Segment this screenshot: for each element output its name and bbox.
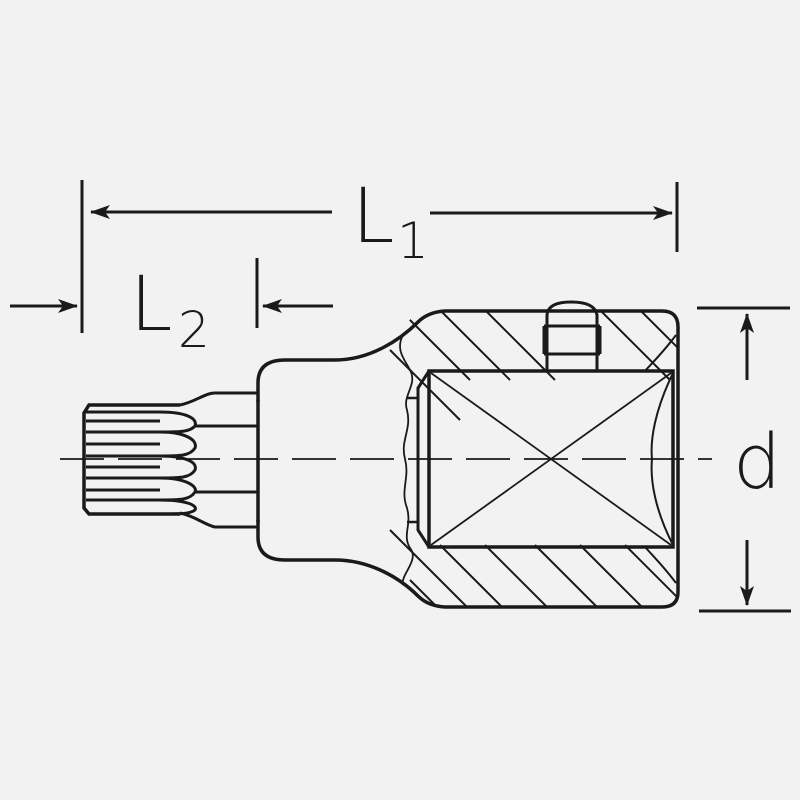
dimension-d	[697, 306, 791, 613]
dimension-L2	[10, 258, 333, 328]
L2-subscript: 2	[178, 301, 210, 359]
L2-label: L	[130, 259, 172, 348]
break-line	[399, 334, 414, 586]
socket-body	[256, 300, 680, 609]
spline-bit	[82, 391, 258, 529]
dimension-L1	[80, 180, 679, 333]
ball-detent	[545, 300, 599, 371]
cavity-diagonal-2	[430, 372, 672, 546]
spline-flutes	[86, 410, 197, 516]
L1-subscript: 1	[397, 212, 429, 270]
section-hatching	[389, 310, 678, 608]
d-label: d	[733, 417, 781, 506]
square-drive-cavity	[427, 369, 675, 549]
L1-label: L	[352, 171, 394, 260]
spline-tip-outline	[82, 403, 180, 516]
socket-outline	[256, 309, 680, 609]
